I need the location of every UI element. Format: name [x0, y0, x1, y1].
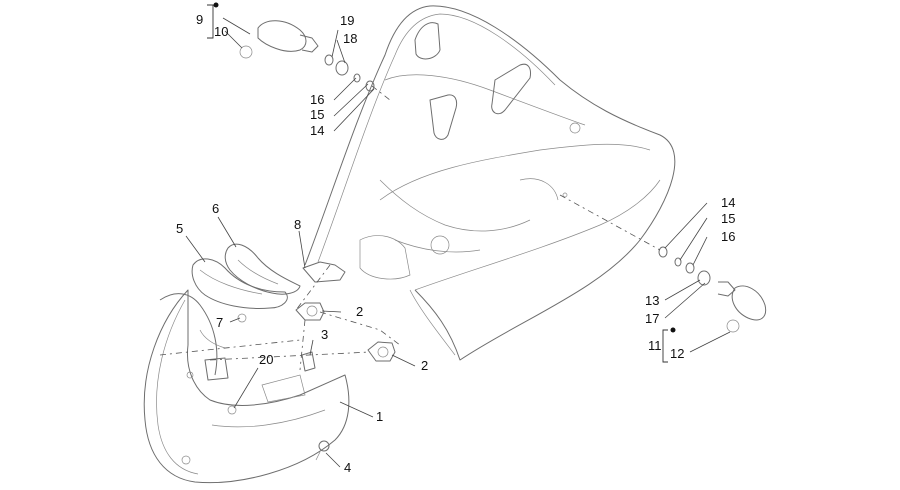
bulb-lower	[367, 341, 396, 362]
assembly-lines	[159, 85, 661, 371]
screw-part-7	[237, 313, 247, 323]
label-part-20: 20	[259, 352, 273, 367]
turn-signal-right	[717, 281, 767, 333]
cover-piece-6	[224, 243, 301, 295]
screw-part-20	[227, 405, 237, 415]
group-bracket-11-12	[662, 327, 676, 363]
label-part-7: 7	[216, 315, 223, 330]
label-part-12: 12	[670, 346, 684, 361]
label-part-5: 5	[176, 221, 183, 236]
label-part-8: 8	[294, 217, 301, 232]
headlamp-inner-reflector	[159, 293, 218, 376]
label-part-11: 11	[648, 338, 662, 353]
screw-part-4	[315, 440, 330, 461]
turn-signal-right-washers	[658, 246, 711, 286]
label-part-10: 10	[214, 24, 228, 39]
label-part-14-right: 14	[721, 195, 735, 210]
leader-lines	[185, 17, 731, 468]
label-part-18: 18	[343, 31, 357, 46]
clip-part-3	[301, 351, 316, 372]
front-shield-body	[304, 5, 676, 361]
label-part-1: 1	[376, 409, 383, 424]
turn-signal-top-left	[239, 20, 319, 59]
headlamp-housing	[143, 289, 350, 484]
label-part-2-upper: 2	[356, 304, 363, 319]
label-part-4: 4	[344, 460, 351, 475]
label-part-17: 17	[645, 311, 659, 326]
label-part-15-top: 15	[310, 107, 324, 122]
bulb-upper	[295, 302, 325, 321]
label-part-2-lower: 2	[421, 358, 428, 373]
label-part-6: 6	[212, 201, 219, 216]
label-part-3: 3	[321, 327, 328, 342]
label-part-15-right: 15	[721, 211, 735, 226]
label-part-13: 13	[645, 293, 659, 308]
label-part-14-top: 14	[310, 123, 324, 138]
label-part-9: 9	[196, 12, 203, 27]
label-part-16-top: 16	[310, 92, 324, 107]
label-part-19: 19	[340, 13, 354, 28]
label-part-16-right: 16	[721, 229, 735, 244]
part-labels: 9 10 19 18 16 15 14 6 5 8 2 7 3 20 2 1 4…	[176, 12, 735, 475]
group-bracket-9-10	[207, 2, 219, 39]
bracket-part-8	[302, 261, 346, 283]
cover-piece-5	[191, 258, 288, 309]
